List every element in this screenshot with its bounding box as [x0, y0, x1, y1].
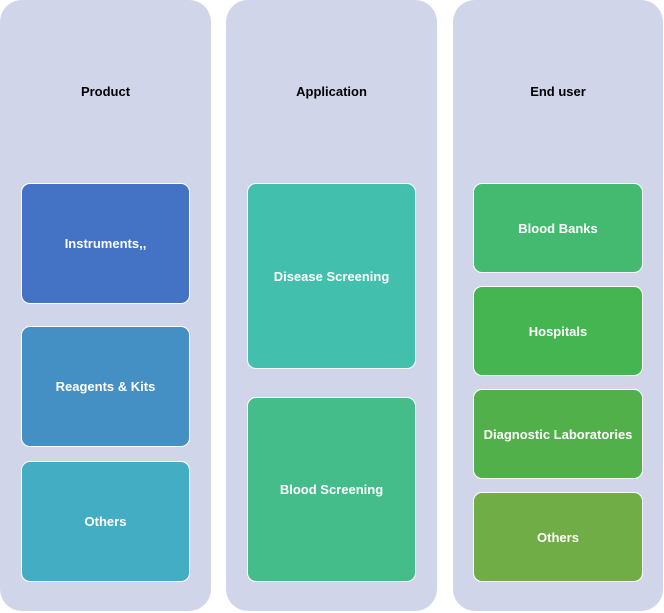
application-column-title: Application — [296, 84, 367, 99]
end-user-others-label: Others — [537, 529, 579, 545]
end-user-blood-banks-label: Blood Banks — [518, 220, 598, 236]
product-instruments-box: Instruments,, — [21, 183, 190, 304]
application-disease-screening-label: Disease Screening — [273, 268, 390, 284]
product-column-title: Product — [80, 84, 131, 99]
application-disease-screening-box: Disease Screening — [247, 183, 416, 369]
product-column: Product Instruments,, Reagents & Kits Ot… — [0, 0, 211, 611]
end-user-blood-banks-box: Blood Banks — [473, 183, 643, 273]
application-blood-screening-box: Blood Screening — [247, 397, 416, 582]
end-user-others-box: Others — [473, 492, 643, 582]
end-user-hospitals-label: Hospitals — [528, 323, 588, 339]
product-others-label: Others — [84, 514, 127, 529]
end-user-diagnostic-laboratories-box: Diagnostic Laboratories — [473, 389, 643, 479]
end-user-diagnostic-laboratories-label: Diagnostic Laboratories — [483, 426, 633, 442]
end-user-column-title: End user — [530, 84, 586, 99]
application-column: Application Disease Screening Blood Scre… — [226, 0, 437, 611]
product-others-box: Others — [21, 461, 190, 582]
end-user-column: End user Blood Banks Hospitals Diagnosti… — [453, 0, 663, 611]
product-reagents-kits-box: Reagents & Kits — [21, 326, 190, 447]
end-user-hospitals-box: Hospitals — [473, 286, 643, 376]
product-instruments-label: Instruments,, — [64, 236, 147, 251]
product-reagents-kits-label: Reagents & Kits — [55, 379, 156, 394]
application-blood-screening-label: Blood Screening — [279, 482, 384, 497]
